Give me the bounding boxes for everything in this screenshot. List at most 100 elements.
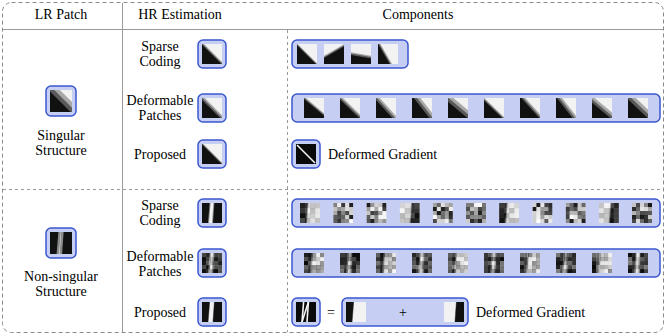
patch-edge bbox=[520, 98, 540, 118]
patch-pixel bbox=[345, 207, 349, 211]
patch-pixel bbox=[596, 269, 600, 273]
patch-pixel bbox=[410, 203, 415, 208]
patch-pixel bbox=[218, 257, 222, 261]
patch-pixel bbox=[210, 269, 214, 273]
patch-pixel bbox=[352, 261, 356, 265]
patch-edge bbox=[484, 253, 492, 273]
patch-pixel bbox=[484, 265, 488, 269]
patch-pixel bbox=[405, 213, 410, 218]
patch-pixel bbox=[416, 257, 420, 261]
patch-pixel bbox=[628, 261, 632, 265]
row-label: Singular Structure bbox=[16, 128, 106, 158]
image-patch bbox=[520, 98, 540, 118]
patch-pixel bbox=[604, 253, 608, 257]
patch-pixel bbox=[578, 211, 582, 215]
image-patch bbox=[202, 203, 222, 223]
patch-pixel bbox=[628, 253, 632, 257]
image-patch bbox=[592, 253, 612, 273]
patch-pixel bbox=[464, 257, 468, 261]
patch-pixel bbox=[308, 257, 312, 261]
patch-pixel bbox=[600, 257, 604, 261]
patch-pixel bbox=[492, 253, 496, 257]
patch-edge bbox=[297, 44, 317, 64]
patch-pixel bbox=[441, 207, 445, 211]
patch-pixel bbox=[496, 269, 500, 273]
patch-pixel bbox=[640, 207, 644, 211]
operator-sign: + bbox=[399, 305, 407, 320]
patch-pixel bbox=[370, 203, 374, 207]
patch-ground bbox=[433, 203, 453, 223]
patch-edge bbox=[639, 253, 648, 273]
patch-pixel bbox=[604, 257, 608, 261]
patch-pixel bbox=[305, 218, 310, 223]
patch-pixel bbox=[474, 203, 478, 207]
patch-pixel bbox=[548, 219, 552, 223]
patch-pixel bbox=[378, 211, 382, 215]
patch-pixel bbox=[640, 261, 644, 265]
patch-pixel bbox=[320, 257, 324, 261]
patch-pixel bbox=[640, 219, 644, 223]
patch-edge bbox=[340, 253, 348, 273]
method-label: Deformable Patches bbox=[123, 249, 197, 279]
patch-pixel bbox=[570, 203, 574, 207]
method-label: Sparse Coding bbox=[125, 39, 195, 69]
patch-pixel bbox=[492, 261, 496, 265]
patch-pixel bbox=[420, 269, 424, 273]
patch-pixel bbox=[210, 261, 214, 265]
patch-pixel bbox=[568, 265, 572, 269]
patch-pixel bbox=[452, 257, 456, 261]
patch-edge bbox=[484, 253, 492, 273]
patch-pixel bbox=[609, 218, 614, 223]
patch-pixel bbox=[474, 207, 478, 211]
patch-pixel bbox=[437, 219, 441, 223]
patch-edge bbox=[50, 90, 72, 112]
patch-pixel bbox=[320, 261, 324, 265]
patch-pixel bbox=[544, 215, 548, 219]
patch-pixel bbox=[312, 261, 316, 265]
image-patch bbox=[448, 253, 468, 273]
patch-pixel bbox=[448, 261, 452, 265]
patch-pixel bbox=[499, 218, 504, 223]
patch-pixel bbox=[348, 269, 352, 273]
patch-pixel bbox=[492, 265, 496, 269]
patch-pixel bbox=[599, 213, 604, 218]
patch-pixel bbox=[636, 207, 640, 211]
patch-pixel bbox=[416, 269, 420, 273]
patch-pixel bbox=[648, 203, 652, 207]
patch-ground bbox=[202, 98, 222, 118]
patch-pixel bbox=[566, 207, 570, 211]
patch-pixel bbox=[405, 203, 410, 208]
patch-pixel bbox=[578, 219, 582, 223]
image-patch bbox=[351, 44, 371, 64]
patch-pixel bbox=[214, 253, 218, 257]
patch-pixel bbox=[378, 219, 382, 223]
patch-pixel bbox=[504, 203, 509, 208]
patch-pixel bbox=[384, 253, 388, 257]
patch-edge bbox=[324, 46, 344, 64]
patch-pixel bbox=[441, 215, 445, 219]
patch-pixel bbox=[376, 253, 380, 257]
patch-pixel bbox=[382, 219, 386, 223]
patch-pixel bbox=[464, 265, 468, 269]
patch-pixel bbox=[420, 257, 424, 261]
patch-pixel bbox=[524, 269, 528, 273]
patch-pixel bbox=[572, 261, 576, 265]
patch-pixel bbox=[614, 213, 619, 218]
patch-pixel bbox=[370, 211, 374, 215]
patch-edge bbox=[202, 98, 222, 118]
patch-pixel bbox=[470, 219, 474, 223]
patch-pixel bbox=[632, 269, 636, 273]
patch-pixel bbox=[492, 269, 496, 273]
patch-pixel bbox=[632, 257, 636, 261]
patch-pixel bbox=[412, 265, 416, 269]
operator-sign: = bbox=[327, 305, 335, 320]
patch-pixel bbox=[574, 203, 578, 207]
column-header: HR Estimation bbox=[138, 7, 222, 22]
patch-ground bbox=[412, 253, 432, 273]
patch-pixel bbox=[544, 207, 548, 211]
patch-pixel bbox=[460, 261, 464, 265]
patch-ground bbox=[202, 144, 222, 164]
patch-pixel bbox=[202, 265, 206, 269]
patch-pixel bbox=[644, 203, 648, 207]
patch-pixel bbox=[424, 265, 428, 269]
